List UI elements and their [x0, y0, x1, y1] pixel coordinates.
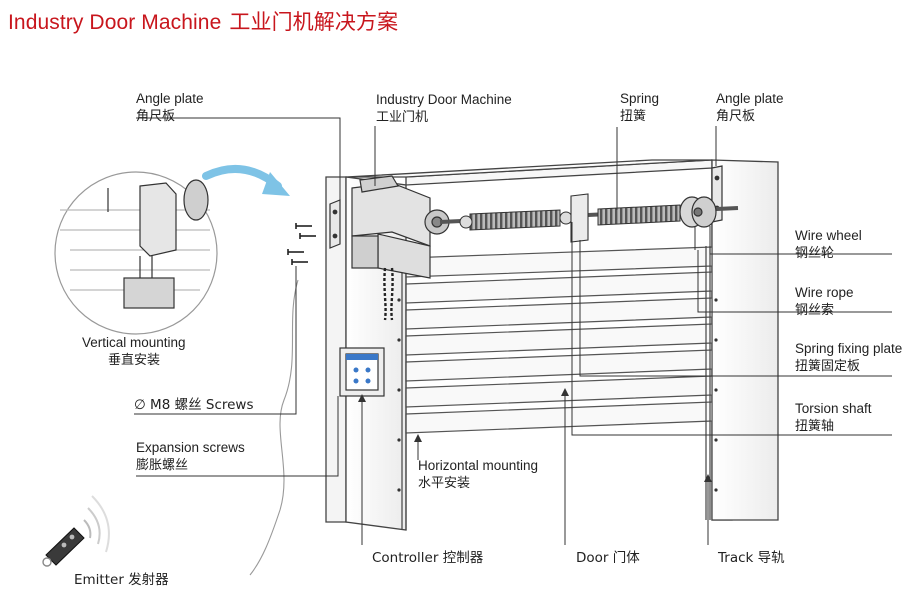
cutaway-line	[249, 279, 299, 576]
label-m8-screws: ∅ M8 螺丝 Screws	[134, 396, 254, 414]
label-vertical-mounting-zh: 垂直安装	[108, 353, 161, 368]
label-wire-wheel: Wire wheel 钢丝轮	[795, 227, 862, 263]
label-angle-plate-right: Angle plate 角尺板	[716, 90, 784, 126]
label-expansion-screws-zh: 膨胀螺丝	[136, 458, 189, 473]
door-slat	[405, 271, 713, 304]
label-horizontal-mounting: Horizontal mounting 水平安装	[418, 457, 538, 493]
label-torsion-shaft: Torsion shaft 扭簧轴	[795, 400, 872, 436]
label-door-machine-en: Industry Door Machine	[376, 92, 512, 107]
label-spring-fixing-plate-en: Spring fixing plate	[795, 341, 903, 356]
detail-arrow	[202, 164, 290, 196]
leader-arrowheads	[358, 388, 712, 482]
vertical-mounting-detail	[54, 171, 218, 335]
label-spring-zh: 扭簧	[620, 109, 647, 124]
label-horizontal-mounting-zh: 水平安装	[418, 476, 471, 491]
label-angle-plate-left-zh: 角尺板	[136, 109, 176, 124]
label-spring-en: Spring	[620, 91, 660, 106]
label-track: Track 导轨	[718, 549, 785, 567]
label-spring-fixing-plate: Spring fixing plate 扭簧固定板	[795, 340, 902, 376]
label-vertical-mounting: Vertical mounting 垂直安装	[82, 334, 186, 370]
page-title: Industry Door Machine 工业门机解决方案	[8, 6, 398, 36]
label-angle-plate-left: Angle plate 角尺板	[136, 90, 204, 126]
spring-left	[459, 209, 573, 231]
label-controller-text: Controller 控制器	[372, 550, 484, 566]
controller-box	[339, 347, 385, 397]
right-wall-face	[711, 159, 779, 521]
label-angle-plate-right-en: Angle plate	[716, 91, 784, 106]
label-expansion-screws-en: Expansion screws	[136, 440, 245, 455]
m8-screws	[287, 223, 316, 265]
label-spring-fixing-plate-zh: 扭簧固定板	[795, 359, 861, 374]
label-wire-rope: Wire rope 钢丝索	[795, 284, 854, 320]
door-slat	[405, 401, 713, 434]
angle-plate-left	[329, 199, 341, 249]
spring-fixing-plate	[570, 193, 589, 243]
spring-right	[597, 204, 681, 226]
emitter-remote	[42, 495, 110, 567]
label-angle-plate-right-zh: 角尺板	[716, 109, 756, 124]
label-horizontal-mounting-en: Horizontal mounting	[418, 458, 539, 473]
leader-lines	[134, 117, 892, 545]
label-angle-plate-left-en: Angle plate	[136, 91, 204, 106]
label-wire-rope-zh: 钢丝索	[795, 303, 835, 318]
label-controller: Controller 控制器	[372, 549, 483, 567]
label-door: Door 门体	[576, 549, 640, 567]
label-door-machine: Industry Door Machine 工业门机	[376, 91, 512, 127]
label-emitter: Emitter 发射器	[74, 571, 169, 589]
title-cn: 工业门机解决方案	[229, 10, 399, 34]
label-torsion-shaft-zh: 扭簧轴	[795, 419, 835, 434]
track	[401, 246, 711, 530]
label-expansion-screws: Expansion screws 膨胀螺丝	[136, 439, 245, 475]
door-panel	[405, 246, 713, 434]
label-wire-wheel-en: Wire wheel	[795, 228, 862, 243]
label-door-machine-zh: 工业门机	[376, 110, 429, 125]
door-machine	[351, 175, 450, 321]
door-slat	[405, 297, 713, 330]
door-slat	[405, 246, 713, 278]
door-slat	[405, 323, 713, 356]
label-track-text: Track 导轨	[718, 550, 785, 566]
label-spring: Spring 扭簧	[620, 90, 659, 126]
label-door-text: Door 门体	[576, 550, 640, 566]
label-emitter-text: Emitter 发射器	[74, 572, 169, 588]
door-slat	[405, 375, 713, 408]
label-wire-rope-en: Wire rope	[795, 285, 854, 300]
label-m8-screws-text: ∅ M8 螺丝 Screws	[134, 397, 254, 413]
track-rivets	[397, 298, 718, 492]
label-wire-wheel-zh: 钢丝轮	[795, 246, 835, 261]
label-vertical-mounting-en: Vertical mounting	[82, 335, 186, 350]
label-torsion-shaft-en: Torsion shaft	[795, 401, 872, 416]
wire-wheel	[679, 196, 717, 228]
title-en: Industry Door Machine	[8, 11, 222, 34]
